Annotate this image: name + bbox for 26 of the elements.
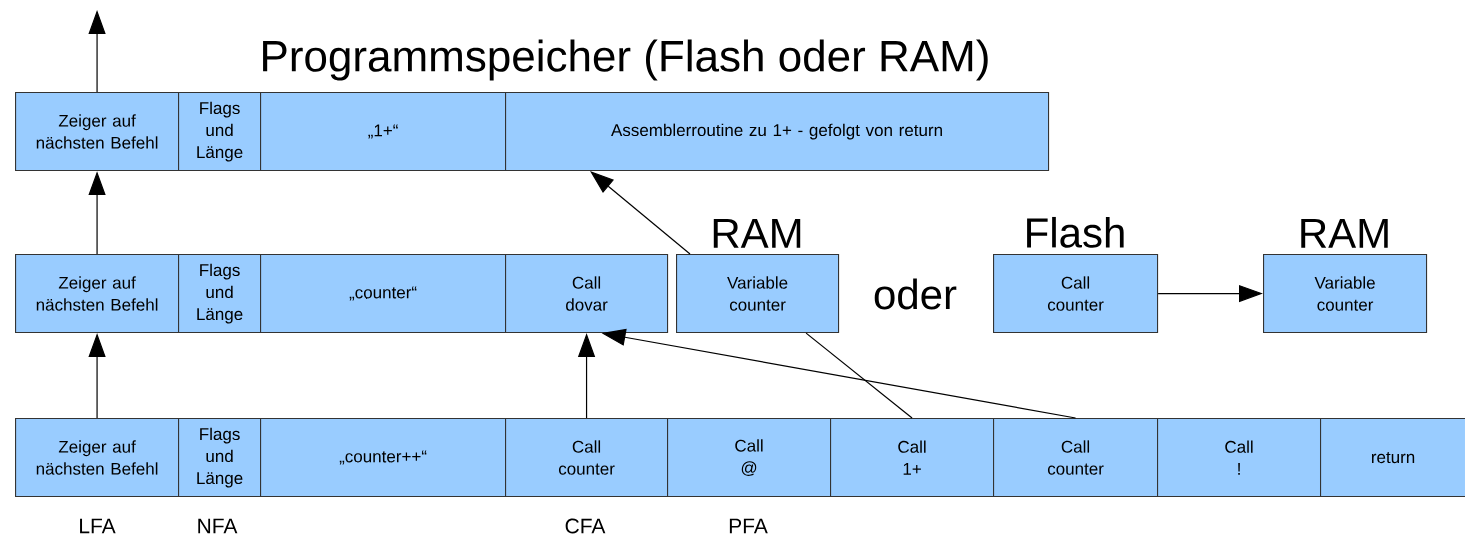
section-heading: RAM — [1301, 218, 1388, 248]
field-label: LFA — [80, 518, 116, 534]
field-label: PFA — [729, 518, 768, 534]
memory-cell: Call dovar — [505, 254, 669, 334]
title: Programmspeicher (Flash oder RAM) — [263, 39, 988, 81]
memory-cell: Flags und Länge — [178, 418, 262, 498]
memory-cell: Call @ — [667, 418, 832, 498]
memory-cell: Zeiger auf nächsten Befehl — [15, 92, 180, 172]
memory-cell: Flags und Länge — [178, 254, 262, 334]
memory-cell: Call ! — [1157, 418, 1322, 498]
memory-cell: Variable counter — [1263, 254, 1428, 334]
memory-cell: Call 1+ — [830, 418, 995, 498]
section-heading: RAM — [713, 218, 801, 248]
section-heading: Flash — [1027, 216, 1124, 248]
memory-cell: Call counter — [993, 254, 1159, 334]
field-label: CFA — [565, 518, 606, 534]
memory-cell: Variable counter — [676, 254, 840, 334]
arrow — [590, 171, 691, 255]
memory-cell: Flags und Länge — [178, 92, 262, 172]
field-label: NFA — [198, 518, 238, 534]
memory-cell: Call counter — [993, 418, 1159, 498]
memory-cell: return — [1320, 418, 1465, 498]
memory-cell: Zeiger auf nächsten Befehl — [15, 418, 180, 498]
memory-cell: Call counter — [505, 418, 669, 498]
memory-cell: Zeiger auf nächsten Befehl — [15, 254, 180, 334]
connector-word: oder — [874, 278, 957, 310]
